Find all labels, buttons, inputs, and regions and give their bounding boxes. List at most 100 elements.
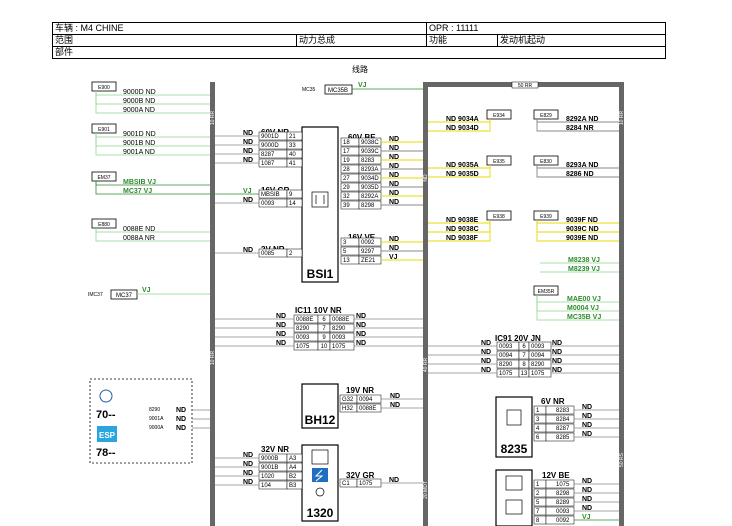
pin-code: 0094 [499, 353, 513, 359]
pin-number: 14 [289, 201, 296, 207]
pin-code: 0093 [531, 344, 545, 350]
pin-number: 6 [522, 344, 526, 350]
pin-code: 8283 [361, 158, 375, 164]
sensor-wire-left [95, 133, 210, 156]
sensor-wire-label: 9000B ND [123, 98, 155, 105]
sensor-id: E829 [540, 113, 552, 119]
pin-code: 9297 [361, 249, 375, 255]
wire-label: M8239 VJ [568, 266, 600, 273]
esp-badge-label: ESP [99, 431, 116, 440]
sensor-wire-right [536, 220, 619, 242]
sensor-box-right [533, 285, 559, 296]
wire-label: ND [356, 322, 366, 329]
pin-number: A4 [289, 465, 297, 471]
pin-code: 8290 [531, 362, 545, 368]
bh12-body [301, 383, 339, 429]
pin-code: 9038C [361, 140, 379, 146]
c1320-chip-icon [311, 449, 329, 465]
wire-label: ND [276, 313, 286, 320]
wire-label: ND [582, 413, 592, 420]
wire-label: ND [243, 197, 253, 204]
sensor-id: E901 [98, 127, 110, 133]
pin-code: 0088E [296, 317, 313, 323]
esp-pin: 9000A [149, 425, 164, 431]
esp-pin: 9001A [149, 416, 164, 422]
sensor-wire-label: 9001B ND [123, 140, 155, 147]
pin-number: 13 [521, 371, 528, 377]
pin-code: 0092 [556, 518, 570, 524]
connector-title: 16V VE [348, 233, 376, 242]
pin-code: 0092 [361, 240, 375, 246]
wire-vj [536, 295, 619, 321]
sensor-id: E934 [493, 113, 505, 119]
pin-number: B3 [289, 483, 297, 489]
wire-label: ND [552, 349, 562, 356]
pin-number: 19 [343, 158, 350, 164]
esp-code: 78-- [96, 447, 116, 459]
c12v-sensor-icon [505, 499, 523, 515]
sensor-wire-right [536, 165, 619, 178]
pin-code: 1075 [556, 482, 570, 488]
sensor-wire-label: 8284 NR [566, 125, 594, 132]
pin-number: 39 [343, 203, 350, 209]
wire-label: ND [243, 452, 253, 459]
sensor-wire-label: ND 9038E [446, 217, 479, 224]
wire-label: M8238 VJ [568, 257, 600, 264]
esp-pin: 8290 [149, 407, 160, 413]
sensor-id: E830 [540, 159, 552, 165]
pin-number: 18 [343, 140, 350, 146]
pin-cell [286, 140, 303, 150]
wire-label: ND [582, 431, 592, 438]
wire-label: VJ [582, 514, 591, 521]
wire-label: ND [481, 367, 491, 374]
pin-code: 1075 [499, 371, 513, 377]
wire-label: ND [389, 136, 399, 143]
wire-label: ND [176, 416, 186, 423]
part-cell: 部件 [52, 46, 666, 59]
wire-label: ND [389, 245, 399, 252]
pin-code: 104 [261, 483, 272, 489]
bsi-name: BSI1 [307, 267, 334, 281]
pin-number: 32 [343, 194, 350, 200]
connector-title: IC11 10V NR [295, 306, 342, 315]
wire-label: ND [481, 340, 491, 347]
sensor-wire-left [95, 228, 210, 242]
wire-label: ND [552, 358, 562, 365]
sensor-wire-label: ND 9035A [446, 162, 479, 169]
pin-number: 27 [343, 176, 350, 182]
wire-label: ND [243, 479, 253, 486]
wire-label: ND [389, 199, 399, 206]
ground-label: 40 RR [423, 358, 429, 373]
pin-cell [286, 198, 303, 208]
pin-cell [286, 471, 303, 481]
pin-number: 2 [289, 251, 293, 257]
sensor-wire-label: 9000D ND [123, 89, 156, 96]
wire-label: ND [389, 163, 399, 170]
wire-label: ND [389, 181, 399, 188]
connector-box [324, 84, 353, 95]
pin-code: 8287 [556, 426, 570, 432]
c12v-body [495, 469, 533, 526]
pin-code: 8298 [361, 203, 375, 209]
pin-code: 8289 [556, 500, 570, 506]
sensor-wire-right [428, 119, 491, 132]
pin-number: 7 [522, 353, 526, 359]
esp-sensor-icon [99, 389, 113, 403]
pin-number: 3 [343, 240, 347, 246]
wire-label: ND [582, 496, 592, 503]
sensor-box-right [533, 155, 559, 166]
pin-number: 28 [343, 167, 350, 173]
header-table: 车辆 : M4 CHINE OPR : 11111 范围 动力总成 功能 发动机… [52, 22, 666, 59]
sensor-wire-label: 9039C ND [566, 226, 599, 233]
c1320-name: 1320 [307, 506, 334, 520]
sensor-wire-label: ND 9035D [446, 171, 479, 178]
wire-label: ND [276, 322, 286, 329]
pin-number: 10 [321, 344, 328, 350]
pin-code: 9035D [361, 185, 379, 191]
pin-code: C1 [342, 481, 350, 487]
wire-label: ND [389, 477, 399, 484]
pin-number: 4 [536, 426, 540, 432]
pin-number: 8 [536, 518, 540, 524]
pin-code: 8283 [556, 408, 570, 414]
